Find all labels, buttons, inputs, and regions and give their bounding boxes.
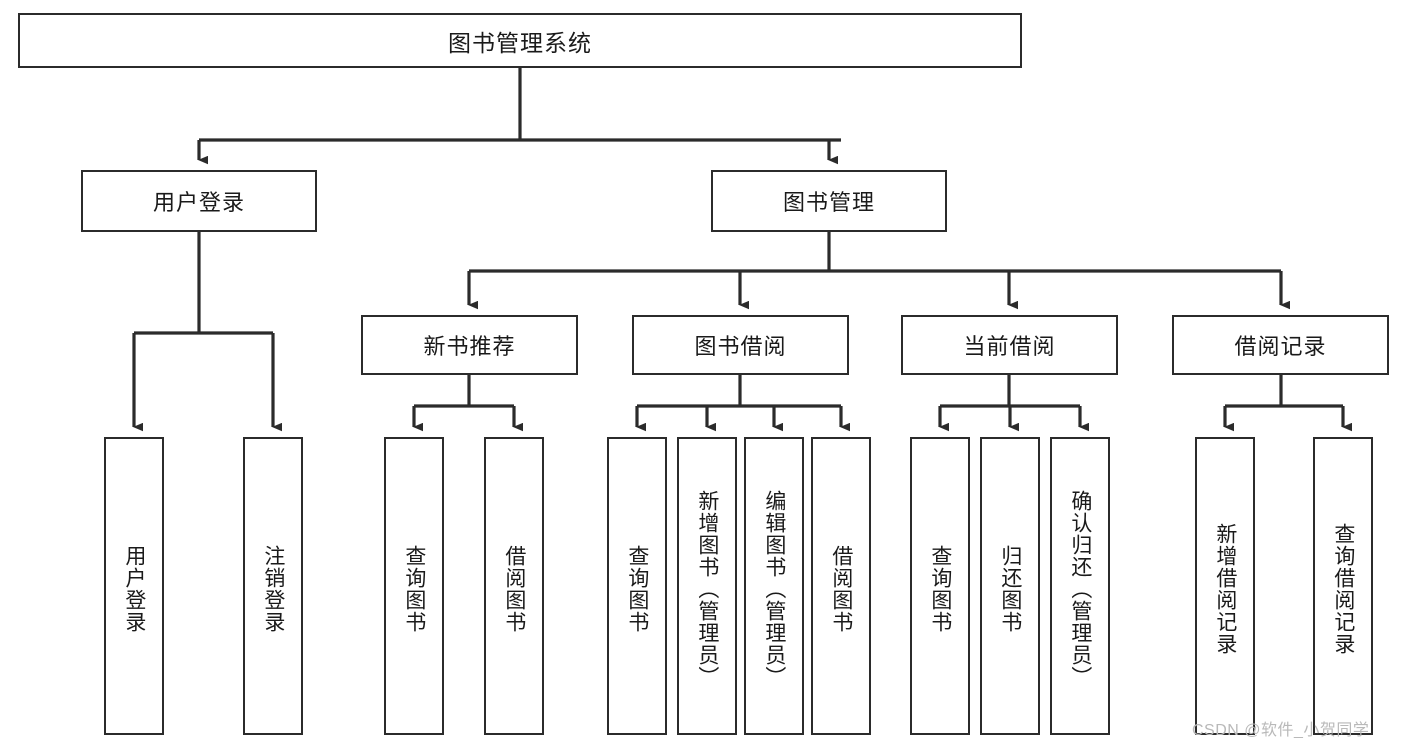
node-book-manage-label: 图书管理 [782, 190, 875, 215]
node-leaf-edit-book-label: 编辑图书（管理员） [762, 490, 786, 688]
node-leaf-query-record-label: 查询借阅记录 [1331, 523, 1355, 655]
node-leaf-query-record[interactable]: 查询借阅记录 [1313, 437, 1373, 735]
node-user-login-label: 用户登录 [152, 190, 245, 215]
node-borrow-record[interactable]: 借阅记录 [1172, 315, 1389, 375]
node-user-login[interactable]: 用户登录 [81, 170, 317, 232]
node-leaf-user-logout-label: 注销登录 [261, 545, 285, 633]
node-current-borrow[interactable]: 当前借阅 [901, 315, 1118, 375]
node-leaf-borrow-book-2-label: 借阅图书 [829, 545, 853, 633]
node-leaf-user-login[interactable]: 用户登录 [104, 437, 164, 735]
node-leaf-user-login-label: 用户登录 [122, 545, 146, 633]
node-leaf-query-book-3-label: 查询图书 [928, 545, 952, 633]
node-leaf-confirm-return[interactable]: 确认归还（管理员） [1050, 437, 1110, 735]
node-borrow-record-label: 借阅记录 [1234, 334, 1327, 359]
node-leaf-query-book-3[interactable]: 查询图书 [910, 437, 970, 735]
node-root-label: 图书管理系统 [448, 29, 592, 56]
node-book-borrow-label: 图书借阅 [694, 334, 787, 359]
node-leaf-query-book-1[interactable]: 查询图书 [384, 437, 444, 735]
node-new-book-recommend-label: 新书推荐 [423, 334, 516, 359]
node-leaf-borrow-book-1-label: 借阅图书 [502, 545, 526, 633]
node-leaf-user-logout[interactable]: 注销登录 [243, 437, 303, 735]
node-leaf-return-book[interactable]: 归还图书 [980, 437, 1040, 735]
node-leaf-add-record-label: 新增借阅记录 [1213, 523, 1237, 655]
node-leaf-add-record[interactable]: 新增借阅记录 [1195, 437, 1255, 735]
node-leaf-query-book-2[interactable]: 查询图书 [607, 437, 667, 735]
node-leaf-confirm-return-label: 确认归还（管理员） [1068, 490, 1092, 688]
node-leaf-return-book-label: 归还图书 [998, 545, 1022, 633]
node-book-manage[interactable]: 图书管理 [711, 170, 947, 232]
node-leaf-edit-book[interactable]: 编辑图书（管理员） [744, 437, 804, 735]
node-leaf-borrow-book-2[interactable]: 借阅图书 [811, 437, 871, 735]
node-leaf-query-book-2-label: 查询图书 [625, 545, 649, 633]
node-leaf-add-book[interactable]: 新增图书（管理员） [677, 437, 737, 735]
node-leaf-query-book-1-label: 查询图书 [402, 545, 426, 633]
node-leaf-borrow-book-1[interactable]: 借阅图书 [484, 437, 544, 735]
node-book-borrow[interactable]: 图书借阅 [632, 315, 849, 375]
csdn-watermark: CSDN @软件_小贺同学 [1192, 722, 1370, 739]
node-leaf-add-book-label: 新增图书（管理员） [695, 490, 719, 688]
node-current-borrow-label: 当前借阅 [963, 334, 1056, 359]
node-root-system[interactable]: 图书管理系统 [18, 13, 1022, 68]
node-new-book-recommend[interactable]: 新书推荐 [361, 315, 578, 375]
